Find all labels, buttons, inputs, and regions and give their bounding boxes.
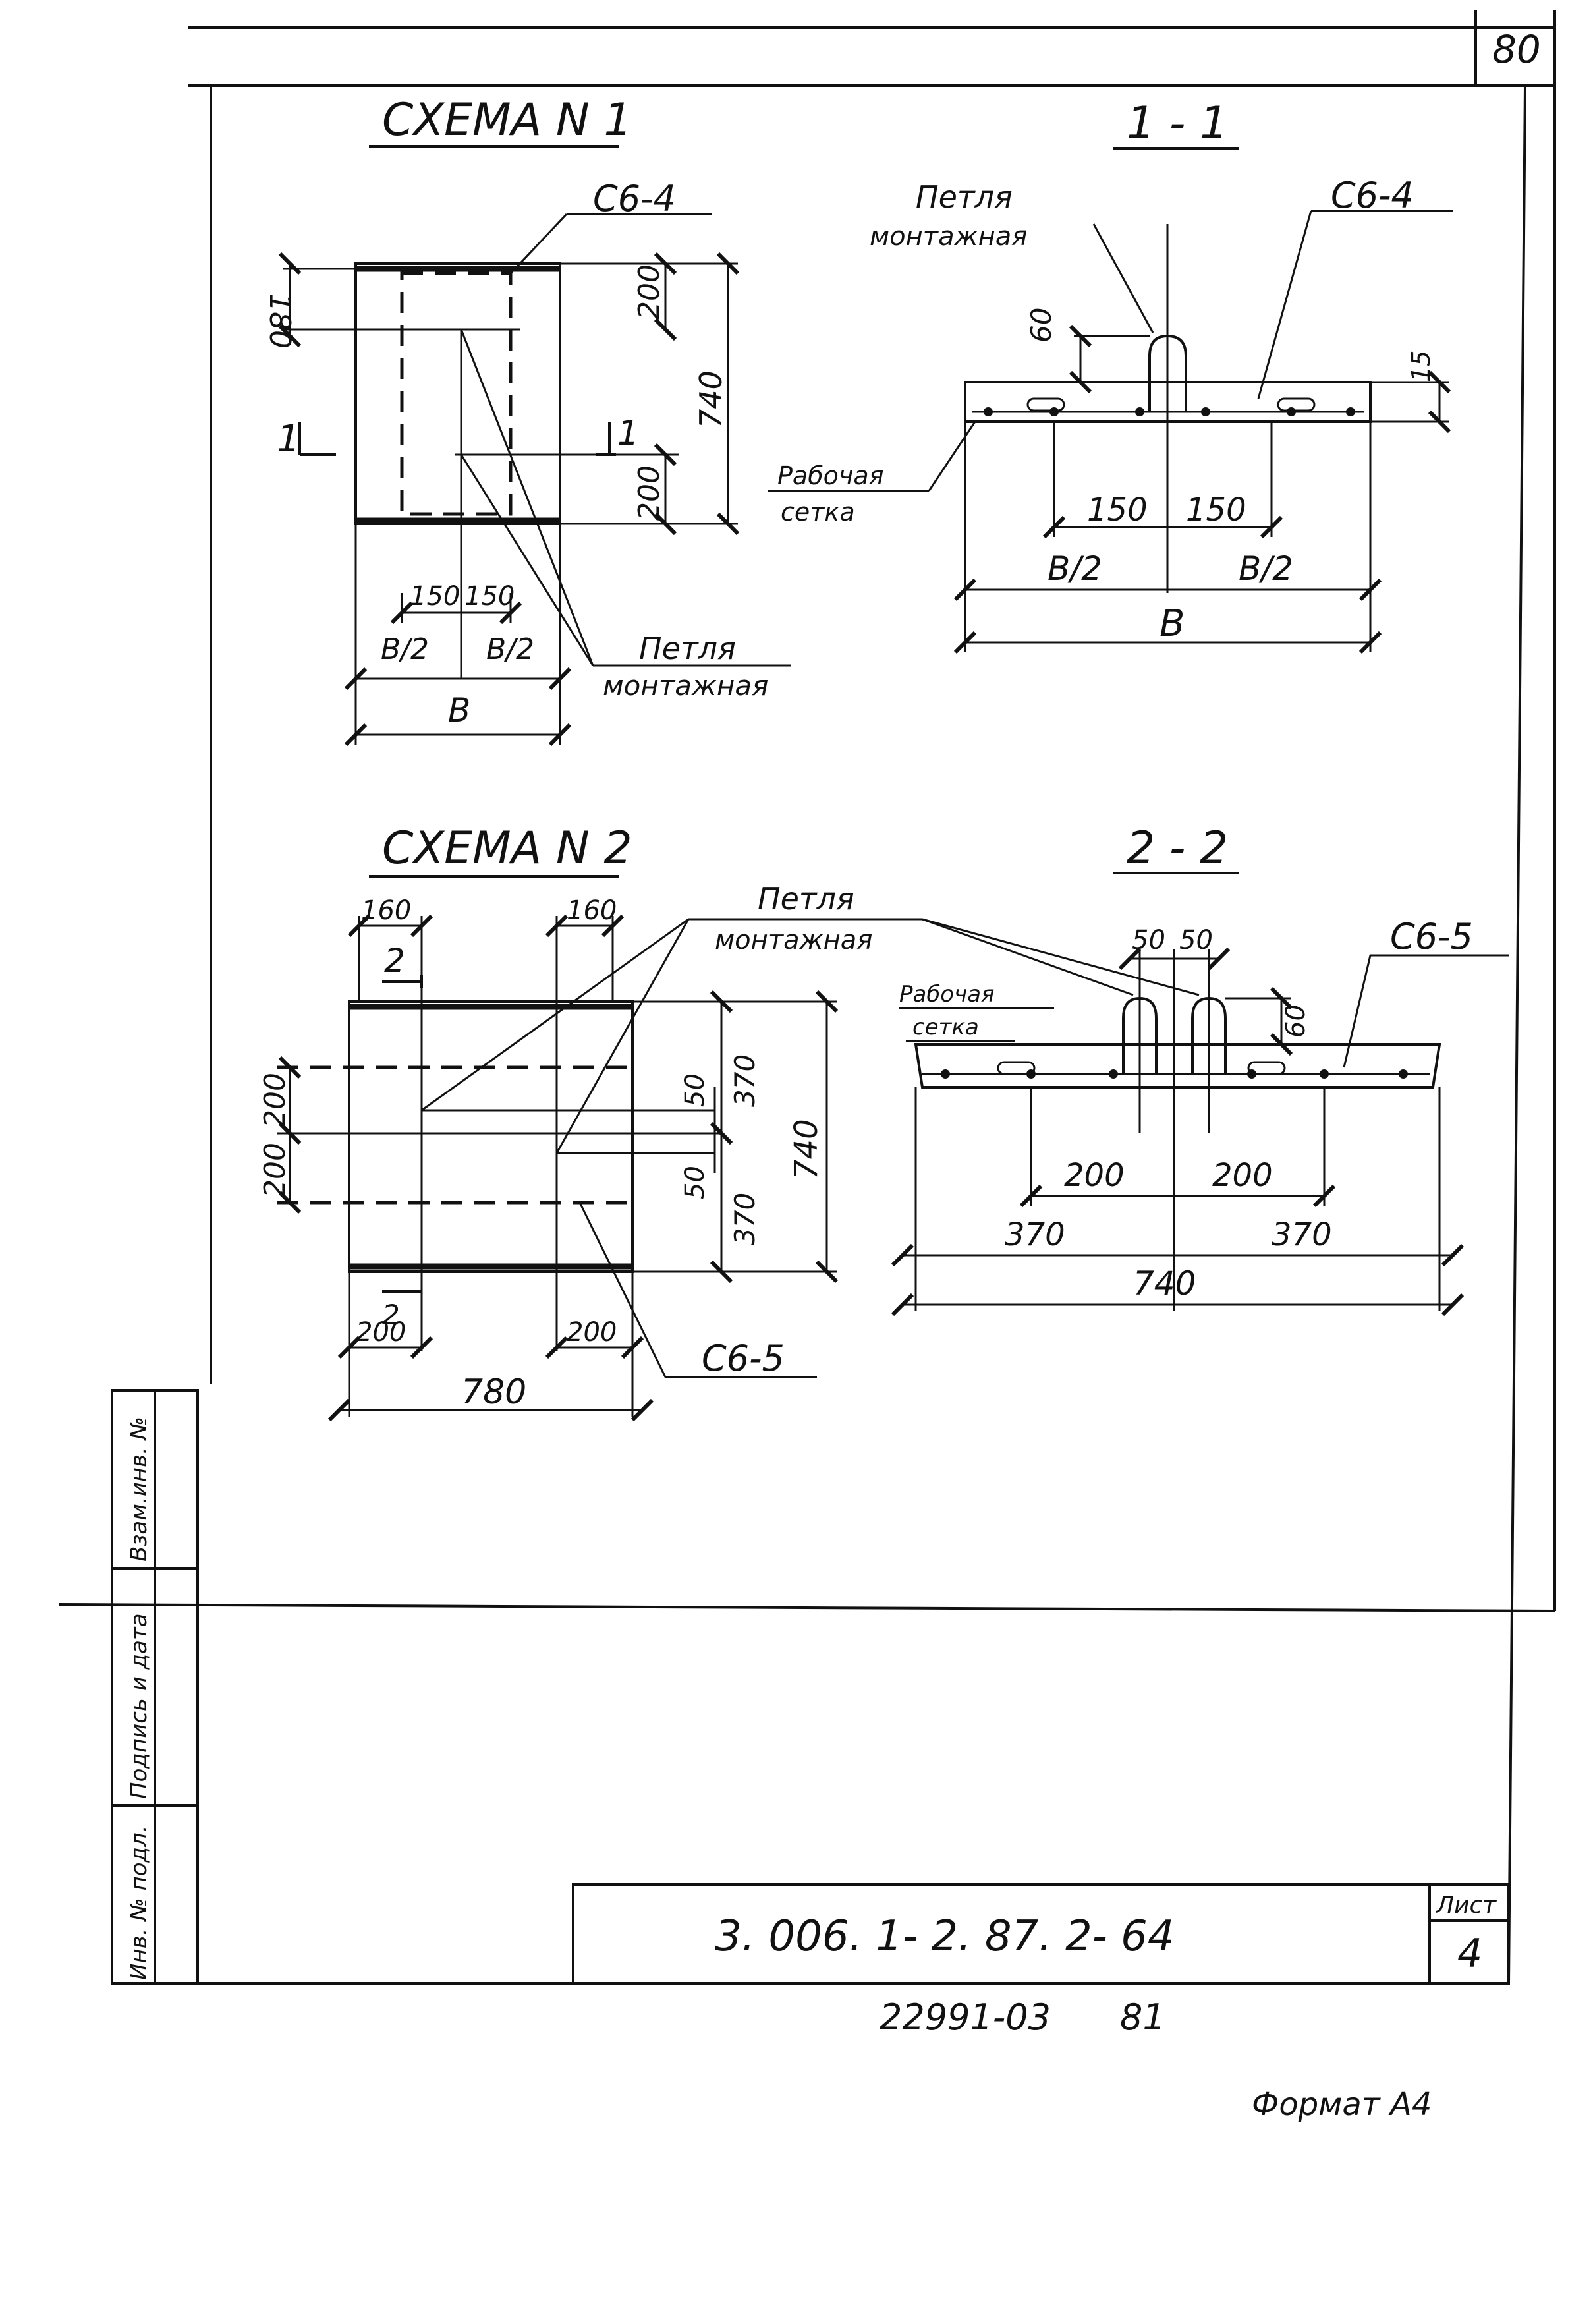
section1-dim-left: 150	[1087, 492, 1148, 528]
section2-dim-gap-left: 50	[1132, 925, 1165, 955]
section1-loop-label-1: Петля	[916, 179, 1013, 215]
scheme1-title: СХЕМА N 1	[382, 94, 632, 146]
scheme1-section-mark-right: 1	[617, 414, 639, 453]
scheme2-dim-top-mid: 160	[567, 895, 617, 926]
scheme1-mesh-label: С6-4	[593, 178, 676, 219]
sheet-frame	[59, 10, 1556, 1985]
scheme2-dim-bottom-left: 200	[356, 1317, 406, 1347]
section2-work-mesh-1: Рабочая	[899, 981, 994, 1007]
archive-number: 81	[1120, 1997, 1165, 2038]
section2-dim-right: 200	[1212, 1157, 1273, 1194]
section2-work-mesh-2: сетка	[912, 1014, 979, 1040]
scheme1-loop-label-1: Петля	[639, 631, 736, 666]
scheme1-dim-right-bottom: 200	[632, 465, 666, 521]
scheme1-dim-half-right: B/2	[486, 633, 534, 666]
scheme1-loop-label-2: монтажная	[603, 669, 768, 702]
scheme1-dim-width: B	[448, 691, 470, 729]
scheme2-plan	[277, 914, 922, 1422]
scheme2-dim-inner-top: 50	[680, 1073, 710, 1107]
section2-dim-loop-height: 60	[1281, 1004, 1311, 1038]
section1-dim-right: 150	[1186, 492, 1246, 528]
sheet-number: 4	[1457, 1931, 1482, 1977]
scheme1-dim-top-left: 180	[263, 293, 296, 349]
sheet-label: Лист	[1435, 1892, 1497, 1919]
scheme2-section-mark-bottom: 2	[382, 1299, 400, 1331]
section2-dim-gap-right: 50	[1179, 925, 1213, 955]
section1-dim-loop-height: 60	[1025, 308, 1057, 343]
scheme2-title: СХЕМА N 2	[382, 822, 632, 874]
scheme2-dim-width: 780	[461, 1373, 526, 1412]
scheme1-dim-right-total: 740	[693, 370, 729, 428]
scheme2-dim-bottom-mid: 200	[567, 1317, 617, 1347]
scheme2-dim-left-top: 200	[258, 1073, 292, 1128]
scheme1-dim-right-top: 200	[632, 264, 666, 320]
section1-loop-label-2: монтажная	[870, 221, 1027, 252]
section2-mesh-label: С6-5	[1390, 916, 1473, 957]
section2-dim-left: 200	[1064, 1157, 1125, 1194]
scheme2-loop-label-2: монтажная	[715, 925, 872, 955]
scheme2-dim-left-bottom: 200	[258, 1143, 292, 1198]
section1-mesh-label: С6-4	[1331, 175, 1414, 216]
section2-dim-half-left: 370	[1005, 1216, 1065, 1253]
scheme2-dim-top-left: 160	[361, 895, 411, 926]
scheme2-section-mark-top: 2	[384, 942, 405, 980]
scheme2-dim-right-top: 370	[729, 1054, 761, 1107]
section1-dim-thickness: 15	[1407, 351, 1436, 382]
side-stamp	[111, 1389, 199, 1985]
stamp-inv-number: Инв. № подл.	[126, 1825, 152, 1980]
scheme2-mesh-label: С6-5	[702, 1338, 785, 1379]
title-block	[572, 1883, 1510, 1985]
stamp-signature-date: Подпись и дата	[126, 1613, 152, 1799]
page-number: 80	[1492, 27, 1541, 72]
section1-title: 1 - 1	[1127, 98, 1228, 150]
section2-dim-half-right: 370	[1272, 1216, 1332, 1253]
scheme2-dim-inner-bottom: 50	[680, 1166, 710, 1199]
section2-dim-width: 740	[1133, 1264, 1196, 1303]
scheme2-loop-label-1: Петля	[758, 881, 854, 917]
scheme1-section-mark-left: 1	[277, 418, 300, 461]
scheme1-dim-loop-left: 150	[410, 581, 460, 611]
scheme2-dim-right-total: 740	[788, 1119, 825, 1179]
section1-work-mesh-1: Рабочая	[777, 461, 883, 490]
archive-code: 22991-03	[880, 1997, 1051, 2038]
section1-dim-width: B	[1160, 602, 1185, 645]
stamp-replaced-inv: Взам.инв. №	[126, 1417, 152, 1562]
scheme1-dim-half-left: B/2	[381, 633, 429, 666]
section1-dim-half-left: B/2	[1048, 550, 1102, 588]
scheme2-dim-right-bottom: 370	[729, 1193, 761, 1245]
scheme1-plan	[278, 213, 791, 747]
scheme1-dim-loop-right: 150	[464, 581, 515, 611]
section1-dim-half-right: B/2	[1239, 550, 1293, 588]
document-code: 3. 006. 1- 2. 87. 2- 64	[715, 1912, 1175, 1961]
section2-title: 2 - 2	[1127, 822, 1228, 874]
section2-view	[891, 918, 1509, 1317]
format-label: Формат А4	[1252, 2086, 1432, 2123]
section1-view	[768, 210, 1453, 654]
section1-work-mesh-2: сетка	[781, 497, 855, 526]
